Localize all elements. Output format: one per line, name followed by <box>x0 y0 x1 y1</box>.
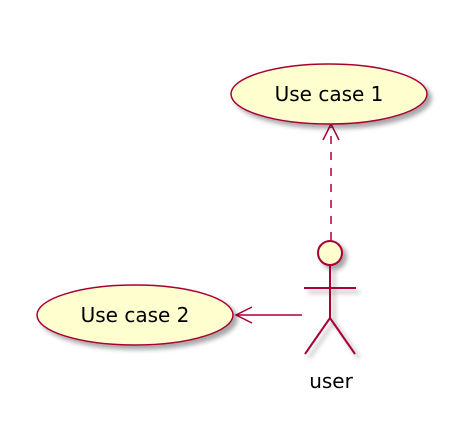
actor-left-leg <box>304 317 331 355</box>
use-case-1[interactable] <box>230 63 428 125</box>
actor-head-icon <box>317 240 343 266</box>
use-case-2-label: Use case 2 <box>81 303 190 327</box>
use-case-2-ellipse <box>36 284 234 346</box>
arrowhead-use-case-2 <box>234 306 253 324</box>
use-case-1-label: Use case 1 <box>275 82 384 106</box>
actor-user[interactable] <box>304 240 356 355</box>
use-case-2[interactable] <box>36 284 234 346</box>
actor-right-leg <box>329 317 356 355</box>
actor-user-label: user <box>309 369 353 393</box>
use-case-1-ellipse <box>230 63 428 125</box>
